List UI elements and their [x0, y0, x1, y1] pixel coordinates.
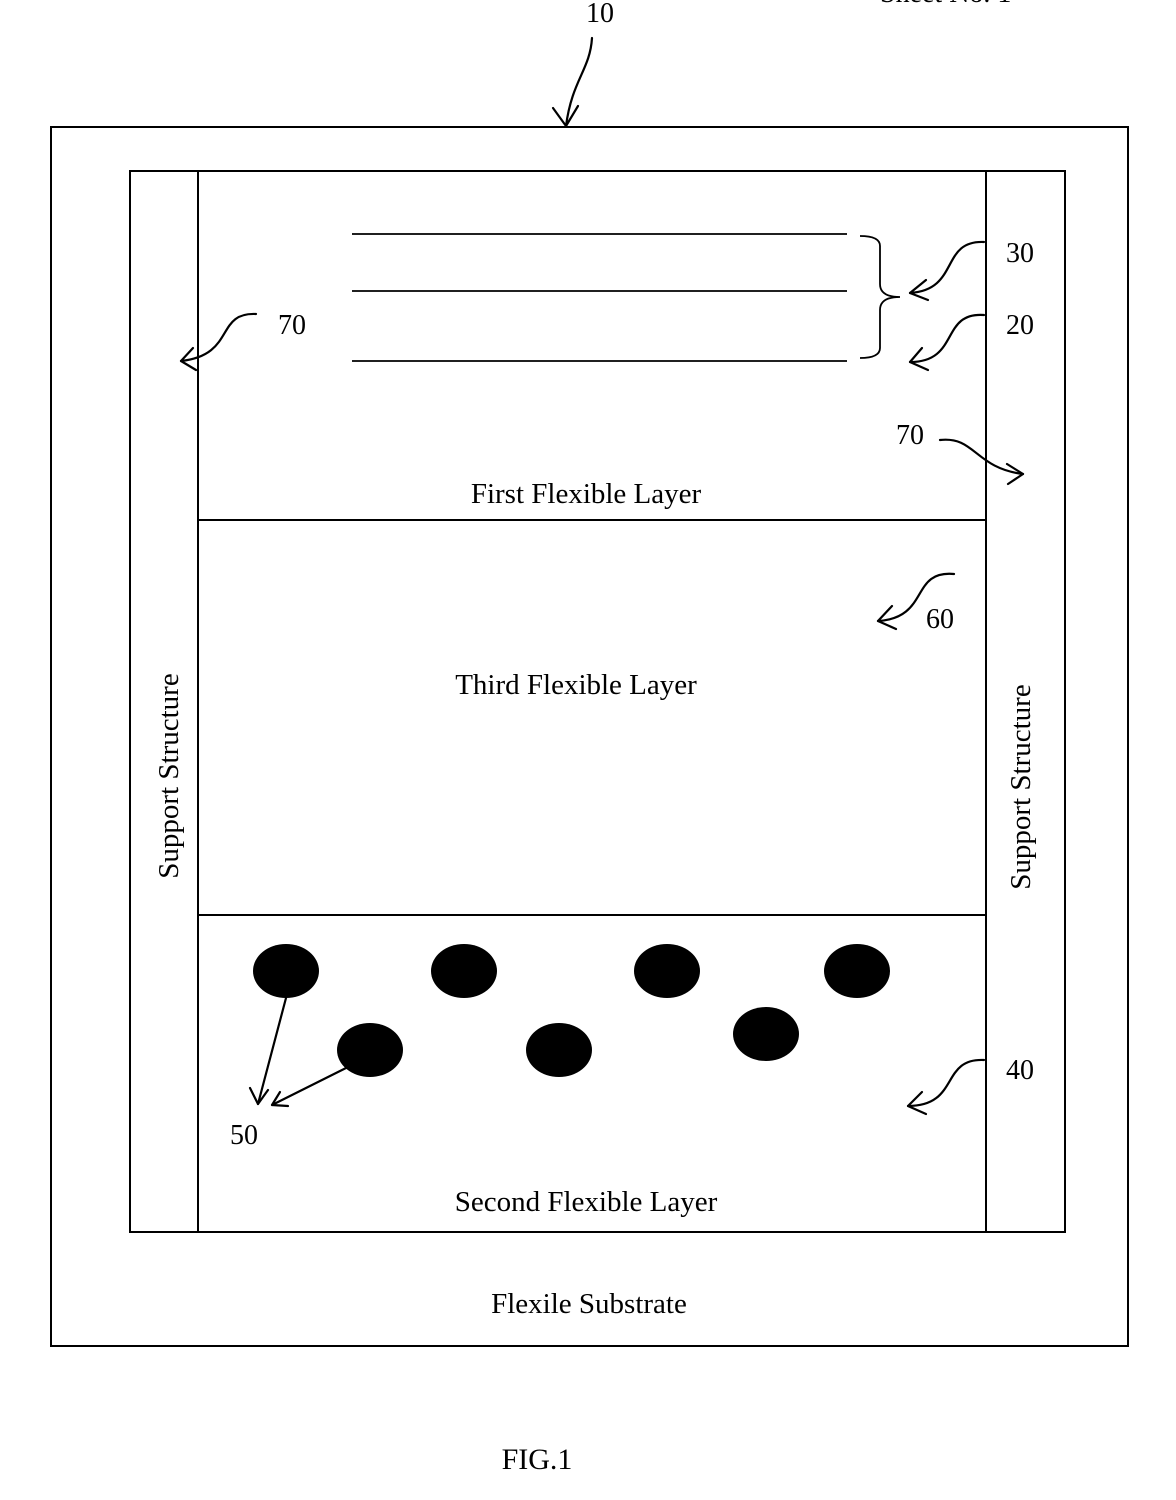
ref-20: 20	[1006, 310, 1034, 341]
particle	[253, 944, 319, 998]
arrow-40	[906, 1058, 986, 1116]
ref-60: 60	[926, 604, 954, 635]
arrow-70-right	[938, 438, 1025, 486]
particle	[526, 1023, 592, 1077]
particle	[337, 1023, 403, 1077]
second-flexible-layer-label: Second Flexible Layer	[455, 1186, 718, 1218]
third-flexible-layer-label: Third Flexible Layer	[455, 669, 697, 701]
ref-40: 40	[1006, 1055, 1034, 1086]
ref-10: 10	[586, 0, 614, 29]
arrow-50	[248, 996, 348, 1108]
support-structure-right-label: Support Structure	[1005, 684, 1037, 889]
arrow-20	[908, 313, 986, 372]
arrow-70-left	[179, 312, 258, 372]
arrow-10	[551, 36, 594, 128]
sheet-label: Sheet No. 1	[880, 0, 1011, 9]
particle	[824, 944, 890, 998]
ref-30: 30	[1006, 238, 1034, 269]
ref-50: 50	[230, 1120, 258, 1151]
flexible-substrate-box	[50, 126, 1129, 1347]
device-frame	[129, 170, 1066, 1233]
support-structure-left-label: Support Structure	[153, 673, 185, 878]
first-flexible-layer-label: First Flexible Layer	[471, 478, 702, 510]
figure-caption: FIG.1	[502, 1443, 573, 1476]
particle	[431, 944, 497, 998]
arrow-60	[876, 572, 956, 631]
ref-70-right: 70	[896, 420, 924, 451]
flexible-substrate-label: Flexile Substrate	[491, 1288, 687, 1320]
curly-brace	[859, 235, 901, 359]
arrow-30	[908, 240, 986, 302]
particle	[634, 944, 700, 998]
ref-70-left: 70	[278, 310, 306, 341]
particle	[733, 1007, 799, 1061]
